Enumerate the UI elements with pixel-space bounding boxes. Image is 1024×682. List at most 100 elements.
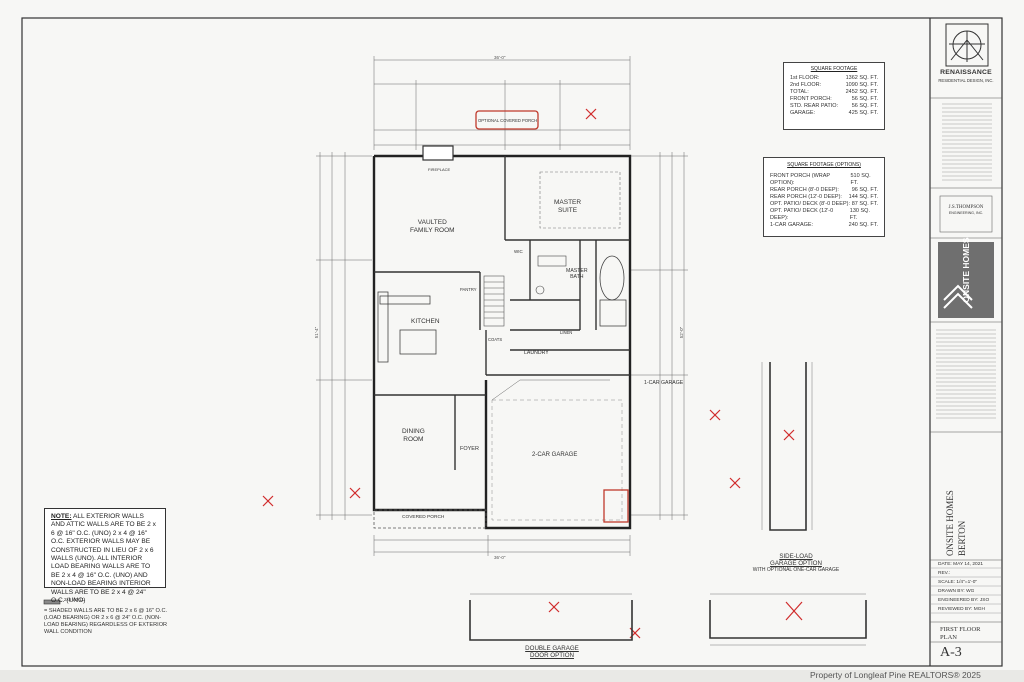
square-footage-options-rows: FRONT PORCH (WRAP OPTION):510 SQ. FT.REA… <box>770 173 878 229</box>
square-footage-options-title: SQUARE FOOTAGE (OPTIONS) <box>787 162 861 168</box>
note-heading: NOTE: <box>51 513 72 520</box>
sqft-opt-row-value: 87 SQ. FT. <box>851 201 878 207</box>
side-load-line1: SIDE-LOAD <box>779 553 813 560</box>
sqft-row-value: 1090 SQ. FT. <box>845 82 878 88</box>
sqft-row: TOTAL: 2452 SQ. FT. <box>790 89 878 96</box>
sqft-opt-row-label: OPT. PATIO/ DECK (12'-0 DEEP): <box>770 208 834 221</box>
right-depth-dimension: 52'-0" <box>679 326 685 339</box>
sheet-title-line2: PLAN <box>940 633 957 641</box>
builder-logo: ONSITE HOMES <box>961 237 971 303</box>
square-footage-options-table: SQUARE FOOTAGE (OPTIONS) FRONT PORCH (WR… <box>763 157 885 237</box>
family-room-line2: FAMILY ROOM <box>410 226 455 234</box>
double-door-line1: DOUBLE GARAGE <box>525 645 579 652</box>
realtor-watermark: Property of Longleaf Pine REALTORS® 2025 <box>810 670 981 680</box>
dining-room-label: DINING ROOM <box>402 428 425 443</box>
sqft-row-label: 2nd FLOOR: <box>790 82 822 88</box>
legend-shaded-note: = SHADED WALLS ARE TO BE 2 x 6 @ 16" O.C… <box>44 608 168 635</box>
sqft-opt-row-value: 144 SQ. FT. <box>848 194 878 200</box>
sqft-opt-row-label: REAR PORCH (8'-0 DEEP): <box>770 187 839 193</box>
sqft-opt-row: OPT. PATIO/ DECK (8'-0 DEEP):87 SQ. FT. <box>770 201 878 208</box>
project-builder-name: ONSITE HOMES <box>945 490 955 556</box>
sheet-title-line1: FIRST FLOOR <box>940 626 981 633</box>
square-footage-rows: 1st FLOOR: 1362 SQ. FT. 2nd FLOOR: 1090 SQ.… <box>790 75 878 117</box>
bottom-width-dimension: 36'-0" <box>494 555 506 560</box>
sqft-opt-row: OPT. PATIO/ DECK (12'-0 DEEP): 130 SQ. FT… <box>770 208 878 222</box>
firm-name: RENAISSANCE <box>940 69 992 76</box>
master-suite-label: MASTER SUITE <box>554 199 581 214</box>
master-bath-label: MASTER BATH <box>566 268 588 280</box>
sqft-row-value: 1362 SQ. FT. <box>845 75 878 81</box>
project-name: BERTON <box>957 520 967 556</box>
sheet-number: A-3 <box>940 645 962 660</box>
sqft-row: GARAGE:425 SQ. FT. <box>790 110 878 117</box>
sqft-opt-row-value: 130 SQ. FT. <box>849 208 870 221</box>
sqft-opt-row: REAR PORCH (12'-0 DEEP): 144 SQ. FT. <box>770 194 878 201</box>
master-suite-line1: MASTER <box>554 199 582 206</box>
sqft-row: 2nd FLOOR: 1090 SQ. FT. <box>790 82 878 89</box>
kitchen-label: KITCHEN <box>411 318 440 325</box>
legend-wall-label: 2x6 WALL <box>64 597 85 602</box>
coats-label: COATS <box>488 337 503 342</box>
reviewed-by-field: REVIEWED BY: MGH <box>938 607 985 612</box>
sqft-opt-row: REAR PORCH (8'-0 DEEP): 96 SQ. FT. <box>770 187 878 194</box>
optional-covered-porch-label: OPTIONAL COVERED PORCH <box>478 118 538 123</box>
sqft-row-label: FRONT PORCH: <box>790 96 832 102</box>
firm-subtitle: RESIDENTIAL DESIGN, INC. <box>938 78 994 83</box>
pantry-label: PANTRY <box>460 287 477 292</box>
foyer-label: FOYER <box>460 446 479 452</box>
sqft-row-value: 56 SQ. FT. <box>851 96 878 102</box>
note-body: ALL EXTERIOR WALLS AND ATTIC WALLS ARE T… <box>51 513 156 605</box>
engineer-subtitle: ENGINEERING, INC. <box>948 211 984 215</box>
side-load-line2: GARAGE OPTION <box>770 560 822 567</box>
fireplace-label: FIREPLACE <box>428 167 451 172</box>
sqft-opt-row-label: REAR PORCH (12'-0 DEEP): <box>770 194 842 200</box>
sqft-opt-row-label: 1-CAR GARAGE: <box>770 222 814 228</box>
sqft-row-label: STD. REAR PATIO: <box>790 103 839 109</box>
master-bath-line2: BATH <box>570 274 584 280</box>
sqft-opt-row-value: 96 SQ. FT. <box>851 187 878 193</box>
engineered-by-field: ENGINEERED BY: JSO <box>938 598 990 603</box>
sqft-row-label: 1st FLOOR: <box>790 75 820 81</box>
sqft-row: 1st FLOOR: 1362 SQ. FT. <box>790 75 878 82</box>
sqft-opt-row-label: OPT. PATIO/ DECK (8'-0 DEEP): <box>770 201 850 207</box>
sqft-row-value: 2452 SQ. FT. <box>845 89 878 95</box>
double-door-line2: DOOR OPTION <box>529 652 574 659</box>
drawn-by-field: DRAWN BY: WG <box>938 589 975 594</box>
dining-room-line1: DINING <box>402 428 425 435</box>
rev-field: REV.: <box>938 571 951 576</box>
square-footage-title: SQUARE FOOTAGE <box>810 66 858 72</box>
sqft-opt-row: 1-CAR GARAGE: 240 SQ. FT. <box>770 222 878 229</box>
master-suite-line2: SUITE <box>557 206 578 214</box>
date-field: DATE: MAY 14, 2021 <box>938 562 984 567</box>
sqft-row: STD. REAR PATIO: 56 SQ. FT. <box>790 103 878 110</box>
footer-bar <box>0 670 1024 682</box>
left-depth-dimension: 51'-4" <box>314 326 320 339</box>
linen-label: LINEN <box>560 330 573 335</box>
sheet-title: FIRST FLOOR PLAN <box>940 626 981 641</box>
wic-label: WIC <box>514 249 523 254</box>
sqft-row-label: TOTAL: <box>790 89 809 95</box>
sqft-opt-row-value: 240 SQ. FT. <box>848 222 878 228</box>
sqft-opt-row-value: 510 SQ. FT. <box>850 173 871 186</box>
covered-porch-label: COVERED PORCH <box>402 515 445 520</box>
engineer-name: J.S.THOMPSON <box>948 205 984 210</box>
family-room-label: VAULTED FAMILY ROOM <box>410 219 455 234</box>
sqft-opt-row: FRONT PORCH (WRAP OPTION): 510 SQ. FT. <box>770 173 878 187</box>
side-load-garage-title: SIDE-LOAD GARAGE OPTION WITH OPTIONAL ON… <box>742 553 850 574</box>
double-garage-door-title: DOUBLE GARAGE DOOR OPTION <box>512 645 592 659</box>
wall-construction-note: NOTE: ALL EXTERIOR WALLS AND ATTIC WALLS… <box>44 508 166 604</box>
overall-width-dimension: 36'-0" <box>494 55 506 60</box>
one-car-garage-label: 1-CAR GARAGE <box>644 380 684 386</box>
garage-label: 2-CAR GARAGE <box>532 452 578 458</box>
master-bath-line1: MASTER <box>566 268 588 274</box>
dining-room-line2: ROOM <box>403 435 424 443</box>
laundry-label: LAUNDRY <box>524 350 549 356</box>
sqft-row: FRONT PORCH: 56 SQ. FT. <box>790 96 878 103</box>
sqft-row-label: GARAGE: <box>790 110 816 116</box>
side-load-line3: WITH OPTIONAL ONE-CAR GARAGE <box>752 567 840 573</box>
square-footage-table: SQUARE FOOTAGE 1st FLOOR:1362 SQ. FT.2nd… <box>783 62 885 130</box>
sqft-opt-row-label: FRONT PORCH (WRAP OPTION): <box>770 173 830 186</box>
sqft-row-value: 56 SQ. FT. <box>851 103 878 109</box>
